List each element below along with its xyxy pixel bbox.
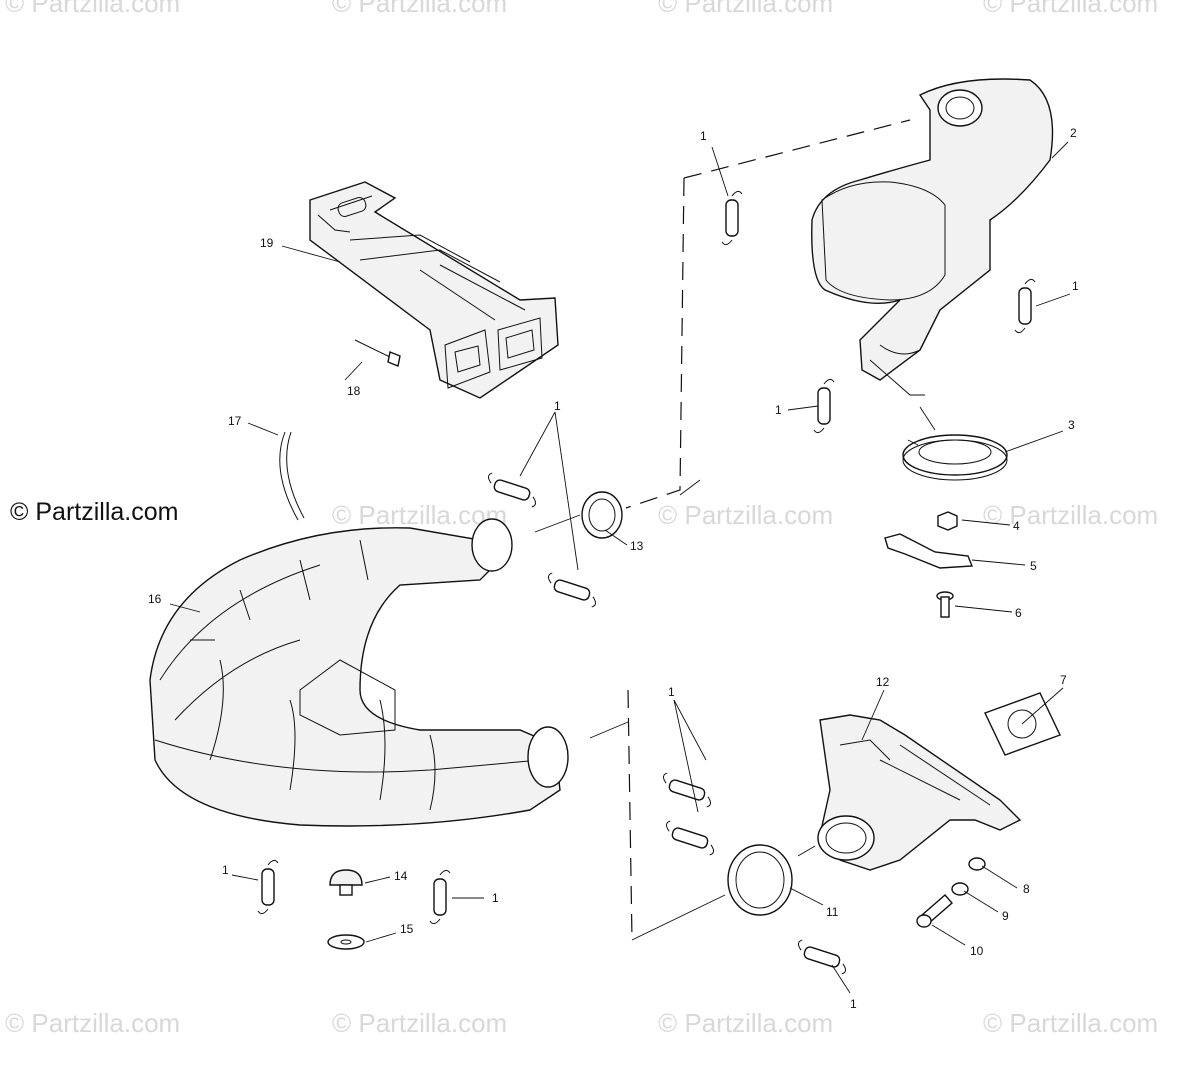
watermark: © Partzilla.com xyxy=(332,1008,508,1038)
leader-lines xyxy=(169,141,1071,994)
callout-1: 1 xyxy=(222,863,229,877)
flat-washer xyxy=(327,934,365,950)
cable-tie xyxy=(279,431,305,521)
muffler-gasket xyxy=(902,434,1008,481)
watermark: © Partzilla.com xyxy=(5,0,181,18)
watermark: © Partzilla.com xyxy=(5,1008,181,1038)
watermark: © Partzilla.com xyxy=(983,1008,1159,1038)
mount-bracket xyxy=(884,533,974,569)
callout-14: 14 xyxy=(394,869,408,883)
callout-10: 10 xyxy=(970,944,984,958)
routing-line xyxy=(625,177,685,509)
spring xyxy=(429,869,451,925)
callout-18: 18 xyxy=(347,384,361,398)
callout-4: 4 xyxy=(1013,519,1020,533)
spring xyxy=(482,471,542,509)
callout-1: 1 xyxy=(850,997,857,1011)
callout-1: 1 xyxy=(554,399,561,413)
watermark: © Partzilla.com xyxy=(983,500,1159,530)
callout-12: 12 xyxy=(876,675,890,689)
callout-11: 11 xyxy=(826,905,839,919)
watermark: © Partzilla.com xyxy=(658,500,834,530)
spring xyxy=(257,859,279,915)
cap-screw xyxy=(916,894,953,928)
spring xyxy=(542,571,602,609)
spring xyxy=(660,819,720,857)
washer xyxy=(968,857,986,871)
callout-17: 17 xyxy=(228,414,242,428)
callout-7: 7 xyxy=(1060,673,1067,687)
callout-9: 9 xyxy=(1002,909,1009,923)
silencer xyxy=(811,78,1054,396)
callout-1: 1 xyxy=(668,685,675,699)
seal-ring xyxy=(581,491,623,539)
watermark: © Partzilla.com xyxy=(332,500,508,530)
callout-13: 13 xyxy=(630,539,644,553)
callout-1: 1 xyxy=(492,891,499,905)
callout-3: 3 xyxy=(1068,418,1075,432)
exhaust-manifold xyxy=(817,714,1022,871)
callout-8: 8 xyxy=(1023,882,1030,896)
rivet xyxy=(354,339,401,367)
expansion-pipe xyxy=(149,518,569,827)
sleeve-ring xyxy=(727,844,793,916)
nut xyxy=(937,511,958,531)
heat-shield-bracket xyxy=(309,181,559,399)
lock-washer xyxy=(951,882,969,896)
callout-1: 1 xyxy=(1072,279,1079,293)
rubber-plug xyxy=(329,869,363,896)
callout-6: 6 xyxy=(1015,606,1022,620)
watermark: © Partzilla.com xyxy=(332,0,508,18)
bolt xyxy=(936,591,954,618)
callout-15: 15 xyxy=(400,922,414,936)
brand-label: © Partzilla.com xyxy=(10,498,179,526)
callout-16: 16 xyxy=(148,592,162,606)
spring xyxy=(1014,278,1036,334)
watermark: © Partzilla.com xyxy=(658,1008,834,1038)
callout-2: 2 xyxy=(1070,126,1077,140)
callout-19: 19 xyxy=(260,236,274,250)
watermark: © Partzilla.com xyxy=(983,0,1159,18)
spring xyxy=(721,190,743,246)
watermark: © Partzilla.com xyxy=(658,0,834,18)
callout-1: 1 xyxy=(775,403,782,417)
routing-line xyxy=(627,689,633,941)
spring xyxy=(657,771,717,809)
callout-5: 5 xyxy=(1030,559,1037,573)
spring xyxy=(792,938,852,976)
callout-1: 1 xyxy=(700,129,707,143)
routing-line xyxy=(683,119,911,179)
